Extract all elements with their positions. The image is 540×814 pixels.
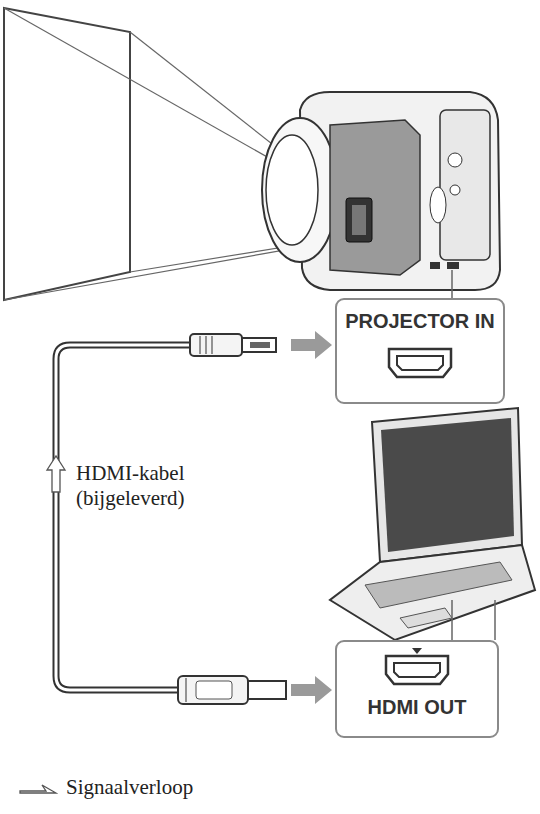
light-beam (4, 8, 352, 300)
port-label: PROJECTOR IN (337, 310, 503, 333)
legend-sample (18, 780, 58, 796)
leader-line (451, 600, 453, 640)
legend-row: Signaalverloop (18, 775, 193, 800)
callout-box: HDMI OUT (335, 640, 499, 738)
hdmi-plug (190, 334, 276, 356)
hdmi-port-icon (385, 341, 455, 385)
hdmi-cable (56, 331, 332, 704)
signal-arrow (47, 456, 65, 492)
camcorder (262, 92, 500, 298)
cable-label: HDMI-kabel (bijgeleverd) (74, 460, 218, 510)
arrowhead (291, 331, 332, 359)
port-label: HDMI OUT (337, 696, 497, 719)
hdmi-port-icon (382, 648, 452, 692)
arrowhead (291, 676, 332, 704)
callout-box: PROJECTOR IN (335, 298, 505, 404)
projection-screen (4, 8, 130, 300)
laptop (330, 408, 535, 640)
legend-text: Signaalverloop (66, 775, 193, 800)
hdmi-plug (178, 676, 286, 704)
screen-edge (3, 8, 5, 300)
